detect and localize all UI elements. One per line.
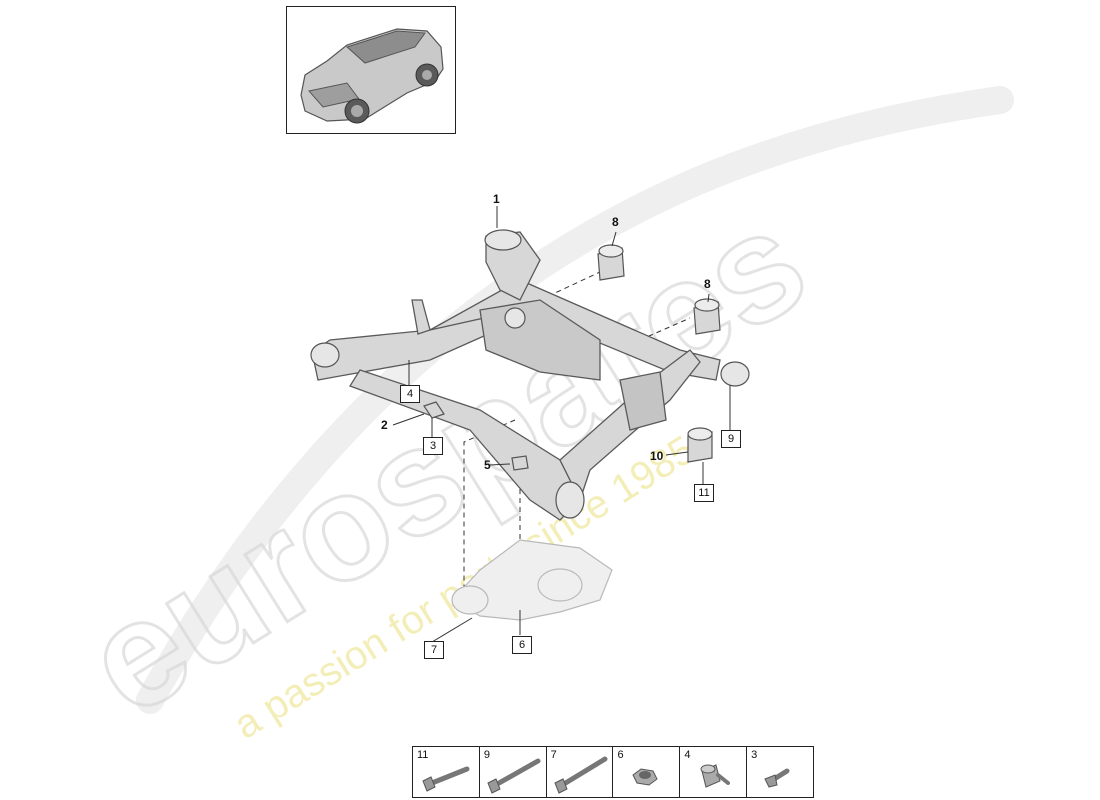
- box-label-9: 9: [721, 430, 741, 448]
- callout-5: 5: [484, 458, 491, 472]
- vehicle-thumbnail: [286, 6, 456, 134]
- long-bolt-icon: [422, 766, 470, 792]
- short-bolt-icon: [764, 768, 790, 788]
- box-label-6: 6: [512, 636, 532, 654]
- long-bolt-icon: [554, 756, 608, 794]
- fastener-legend: 11 9 7 6 4 3: [412, 746, 814, 798]
- legend-cell-9: 9: [480, 747, 547, 797]
- legend-number: 3: [751, 749, 758, 761]
- callout-8-upper: 8: [612, 215, 619, 229]
- callout-2: 2: [381, 418, 388, 432]
- legend-cell-11: 11: [413, 747, 480, 797]
- flange-screw-icon: [700, 764, 731, 788]
- long-bolt-icon: [487, 758, 541, 794]
- box-label-4: 4: [400, 385, 420, 403]
- legend-cell-4: 4: [680, 747, 748, 797]
- box-label-3: 3: [423, 437, 443, 455]
- suv-car-icon: [300, 28, 444, 124]
- legend-number: 11: [417, 749, 429, 761]
- legend-cell-6: 6: [613, 747, 681, 797]
- box-label-11: 11: [694, 484, 714, 502]
- callout-10: 10: [650, 449, 664, 463]
- callout-8-lower: 8: [704, 277, 711, 291]
- legend-number: 4: [684, 749, 691, 761]
- legend-number: 6: [617, 749, 624, 761]
- legend-number: 9: [483, 749, 490, 761]
- callout-1: 1: [493, 192, 500, 206]
- box-label-7: 7: [424, 641, 444, 659]
- hex-nut-icon: [632, 768, 659, 786]
- legend-cell-7: 7: [547, 747, 614, 797]
- legend-number: 7: [550, 749, 557, 761]
- legend-cell-3: 3: [747, 747, 813, 797]
